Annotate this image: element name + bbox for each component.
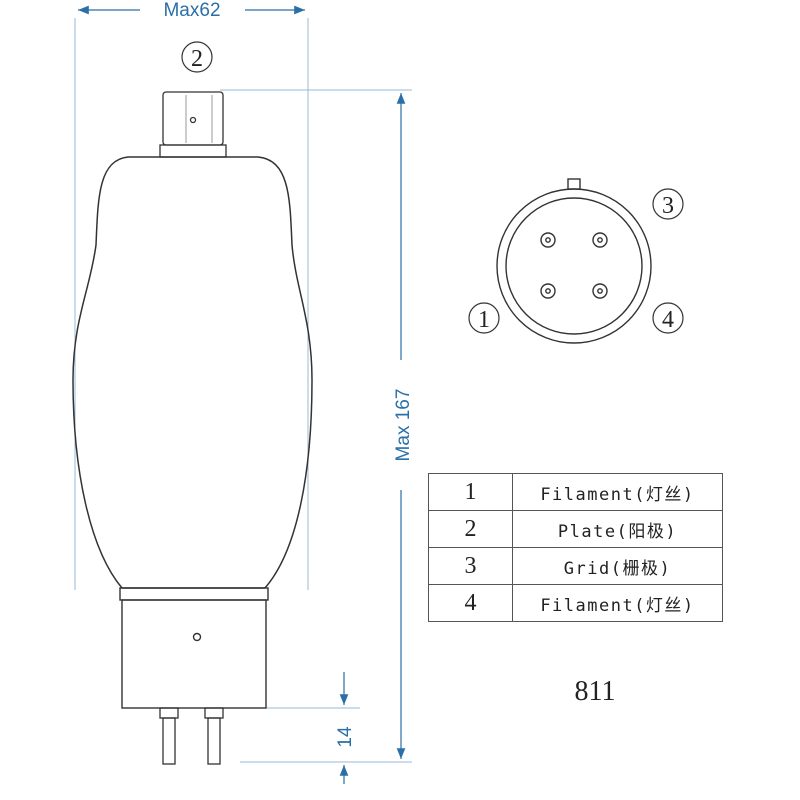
socket-callout-1: 1 [468,302,500,334]
table-row: 1 Filament(灯丝) [428,473,723,511]
pin-function: Filament(灯丝) [512,473,723,511]
height-label: Max 167 [393,389,414,462]
pin-length-label: 14 [335,726,356,748]
pin-function: Grid(栅极) [512,547,723,585]
pin-function: Plate(阳极) [512,510,723,548]
pin-function-table: 1 Filament(灯丝) 2 Plate(阳极) 3 Grid(栅极) 4 … [428,473,723,622]
svg-text:1: 1 [478,307,490,333]
table-row: 2 Plate(阳极) [428,510,723,548]
pin-length-dimension: 14 [230,672,360,784]
height-dimension: Max 167 [220,89,414,763]
top-cap [159,91,227,158]
top-cap-callout: 2 [181,41,213,73]
socket-view [496,178,652,344]
table-row: 4 Filament(灯丝) [428,584,723,622]
top-cap-number: 2 [191,46,203,72]
tube-base [119,587,269,709]
pin-number: 3 [428,547,513,585]
width-label: Max62 [163,0,220,21]
table-row: 3 Grid(栅极) [428,547,723,585]
socket-callout-4: 4 [652,302,684,334]
svg-text:3: 3 [662,193,674,219]
tube-pins [159,707,224,765]
width-dimension: Max62 [74,0,309,590]
svg-text:4: 4 [662,307,674,333]
glass-envelope [72,156,313,589]
socket-callout-3: 3 [652,188,684,220]
pin-number: 1 [428,473,513,511]
pin-number: 2 [428,510,513,548]
pin-number: 4 [428,584,513,622]
model-label: 811 [574,676,616,707]
pin-function: Filament(灯丝) [512,584,723,622]
